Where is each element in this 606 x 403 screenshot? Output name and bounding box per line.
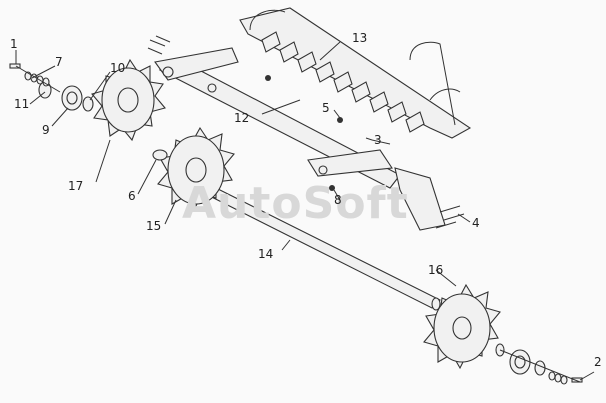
callout-15: 15 [146, 219, 161, 233]
callout-8: 8 [334, 193, 342, 207]
callout-16: 16 [428, 263, 443, 277]
callout-10: 10 [110, 61, 125, 75]
fasteners [147, 35, 465, 229]
leader-lines [15, 41, 595, 381]
watermark-text: AutoSoft [182, 178, 409, 229]
callout-7: 7 [55, 55, 63, 69]
callout-11: 11 [14, 97, 29, 111]
callout-3: 3 [374, 133, 382, 147]
support-beam [154, 47, 446, 231]
rake-frame [239, 7, 472, 139]
callout-17: 17 [68, 179, 83, 193]
callout-5: 5 [322, 101, 330, 115]
right-hub-stack [495, 343, 583, 385]
sprocket-left [91, 58, 166, 142]
callout-2: 2 [594, 355, 602, 369]
callout-9: 9 [42, 123, 50, 137]
callout-14: 14 [258, 247, 273, 261]
callout-6: 6 [128, 189, 136, 203]
callout-12: 12 [234, 111, 249, 125]
callout-4: 4 [472, 216, 480, 230]
callout-1: 1 [10, 37, 18, 51]
callout-13: 13 [352, 31, 367, 45]
sprocket-right [423, 283, 501, 370]
sprocket-middle [157, 126, 235, 212]
